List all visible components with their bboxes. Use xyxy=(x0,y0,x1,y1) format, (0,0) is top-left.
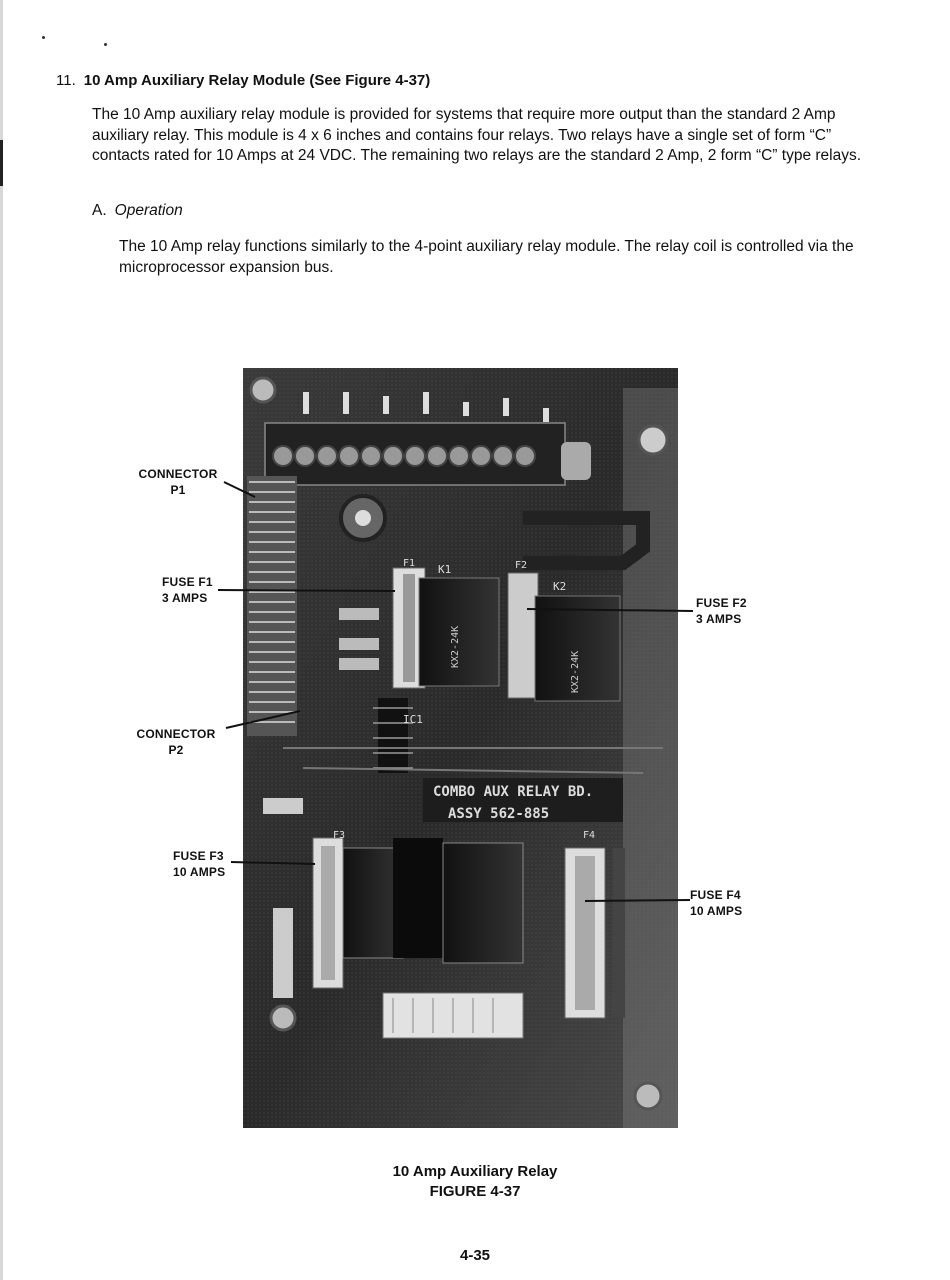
callout-fuse-f2: FUSE F2 3 AMPS xyxy=(696,595,747,627)
silkscreen-assy: ASSY 562-885 xyxy=(448,806,549,822)
callout-fuse-f1-line1: FUSE F1 xyxy=(162,575,213,589)
page-number: 4-35 xyxy=(459,1247,491,1264)
callout-fuse-f4-line2: 10 AMPS xyxy=(690,904,743,918)
callout-connector-p2-line2: P2 xyxy=(168,743,184,757)
scan-speck xyxy=(104,43,107,46)
callout-connector-p2-line1: CONNECTOR xyxy=(136,727,216,741)
callout-connector-p1-line2: P1 xyxy=(170,483,186,497)
intro-paragraph: The 10 Amp auxiliary relay module is pro… xyxy=(92,106,862,164)
board-mark-relay-type-1: KX2-24K xyxy=(450,626,461,668)
section-title: 10 Amp Auxiliary Relay Module (See Figur… xyxy=(83,72,431,89)
operation-paragraph: The 10 Amp relay functions similarly to … xyxy=(119,238,854,276)
board-mark-f4: F4 xyxy=(583,830,595,841)
subsection-heading: A. Operation xyxy=(92,202,183,220)
scan-speck xyxy=(42,36,45,39)
board-mark-relay-type-2: KX2-24K xyxy=(570,651,581,693)
figure-caption: 10 Amp Auxiliary Relay xyxy=(392,1163,558,1180)
callout-fuse-f3: FUSE F3 10 AMPS xyxy=(173,848,225,880)
callout-fuse-f4-line1: FUSE F4 xyxy=(690,888,741,902)
subsection-letter: A. xyxy=(92,202,107,219)
relay-board-photo: COMBO AUX RELAY BD. ASSY 562-885 K1 K2 I… xyxy=(243,368,678,1128)
callout-fuse-f2-line1: FUSE F2 xyxy=(696,596,747,610)
callout-connector-p2: CONNECTOR P2 xyxy=(130,726,222,758)
page-left-edge xyxy=(0,0,3,1280)
callout-fuse-f3-line1: FUSE F3 xyxy=(173,849,224,863)
board-mark-ic1: IC1 xyxy=(403,713,423,726)
board-mark-f1: F1 xyxy=(403,558,415,569)
figure-number: FIGURE 4-37 xyxy=(429,1183,521,1200)
callout-connector-p1-line1: CONNECTOR xyxy=(138,467,218,481)
callout-fuse-f1: FUSE F1 3 AMPS xyxy=(162,574,213,606)
board-mark-f2: F2 xyxy=(515,560,527,571)
section-number: 11. xyxy=(56,72,76,89)
silkscreen-combo: COMBO AUX RELAY BD. xyxy=(433,784,593,800)
callout-fuse-f4: FUSE F4 10 AMPS xyxy=(690,887,742,919)
subsection-title: Operation xyxy=(114,202,183,219)
callout-fuse-f1-line2: 3 AMPS xyxy=(162,591,208,605)
relay-board-illustration: COMBO AUX RELAY BD. ASSY 562-885 K1 K2 I… xyxy=(243,368,678,1128)
callout-fuse-f3-line2: 10 AMPS xyxy=(173,865,226,879)
callout-fuse-f2-line2: 3 AMPS xyxy=(696,612,742,626)
callout-connector-p1: CONNECTOR P1 xyxy=(134,466,222,498)
board-mark-k1: K1 xyxy=(438,563,451,576)
section-heading: 11. 10 Amp Auxiliary Relay Module (See Fi… xyxy=(56,72,430,89)
board-mark-k2: K2 xyxy=(553,580,566,593)
board-mark-f3: F3 xyxy=(333,830,345,841)
